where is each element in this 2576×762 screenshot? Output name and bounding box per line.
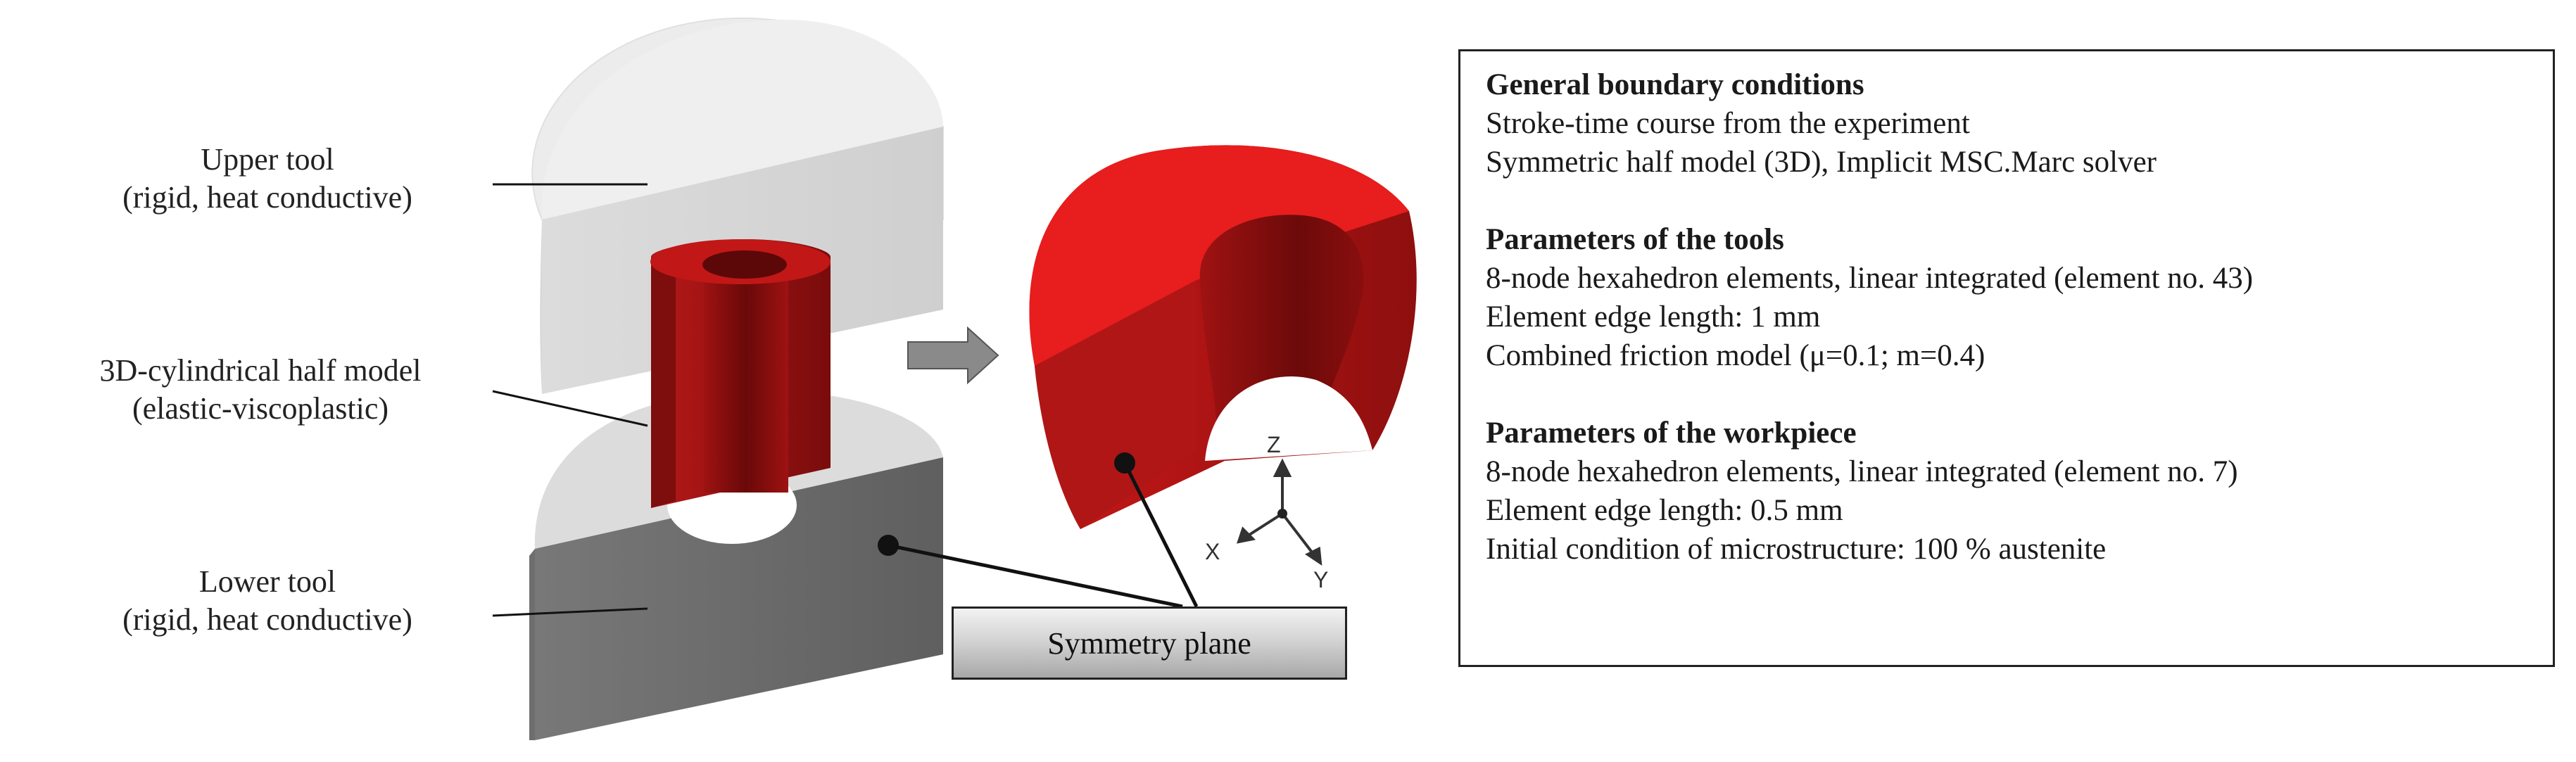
section-spacer <box>1486 375 2527 414</box>
deformed-workpiece <box>1029 145 1417 529</box>
label-half-model-line2: (elastic-viscoplastic) <box>132 391 389 426</box>
symmetry-plane-label: Symmetry plane <box>952 607 1347 680</box>
workpiece-parameters-title: Parameters of the workpiece <box>1486 417 1857 450</box>
label-lower-tool-line1: Lower tool <box>198 564 336 599</box>
deformed-workpiece-cut-face <box>1035 280 1197 529</box>
symmetry-pointer-workpiece <box>1123 462 1199 608</box>
axis-x-label: X <box>1205 539 1220 564</box>
workpiece-parameters-line: 8-node hexahedron elements, linear integ… <box>1486 455 2238 488</box>
deformed-workpiece-bottom-cutout <box>1205 376 1372 461</box>
half-model-outer-left <box>651 257 676 508</box>
axis-x-arrowhead <box>1237 526 1256 544</box>
label-half-model: 3D-cylindrical half model (elastic-visco… <box>28 352 493 428</box>
parameters-box: General boundary conditions Stroke-time … <box>1458 49 2555 667</box>
tools-parameters-title: Parameters of the tools <box>1486 223 1784 256</box>
transition-arrow <box>907 326 999 385</box>
general-conditions-line: Stroke-time course from the experiment <box>1486 107 1970 140</box>
tools-parameters-line: 8-node hexahedron elements, linear integ… <box>1486 262 2254 295</box>
general-conditions-line: Symmetric half model (3D), Implicit MSC.… <box>1486 146 2157 179</box>
leader-lines <box>492 183 648 617</box>
axis-y-arrowhead <box>1305 546 1322 566</box>
lower-tool-front-face <box>535 457 943 740</box>
label-half-model-line1: 3D-cylindrical half model <box>99 353 422 388</box>
tools-parameters-line: Element edge length: 1 mm <box>1486 300 1821 334</box>
symmetry-pointers <box>888 462 1199 609</box>
axis-y-label: Y <box>1313 567 1329 592</box>
axis-origin <box>1277 509 1287 519</box>
symmetry-pointer-tool <box>888 543 1183 609</box>
half-model <box>650 239 831 508</box>
workpiece-parameters-line: Initial condition of microstructure: 100… <box>1486 533 2107 566</box>
label-lower-tool: Lower tool (rigid, heat conductive) <box>42 563 493 639</box>
upper-tool-side-face <box>540 220 542 394</box>
workpiece-parameters-line: Element edge length: 0.5 mm <box>1486 494 1843 527</box>
general-conditions-title: General boundary conditions <box>1486 68 1864 101</box>
leader-half-model <box>492 390 648 427</box>
tools-parameters-line: Combined friction model (μ=0.1; m=0.4) <box>1486 339 1985 372</box>
half-model-top-hole <box>702 250 787 279</box>
label-upper-tool-line2: (rigid, heat conductive) <box>122 180 412 215</box>
forming-model-diagram <box>492 17 1417 740</box>
label-upper-tool-line1: Upper tool <box>201 142 334 177</box>
section-spacer <box>1486 182 2527 220</box>
label-lower-tool-line2: (rigid, heat conductive) <box>122 602 412 637</box>
axis-triad <box>1237 458 1322 566</box>
lower-tool-left-edge <box>529 549 535 740</box>
axis-z-label: Z <box>1267 432 1281 457</box>
axis-z-arrowhead <box>1273 458 1292 477</box>
axis-y-line <box>1281 512 1316 557</box>
symmetry-dot-tool <box>878 535 899 556</box>
half-model-bore <box>704 260 788 493</box>
symmetry-dot-workpiece <box>1114 452 1135 474</box>
axis-x-line <box>1246 512 1284 538</box>
label-upper-tool: Upper tool (rigid, heat conductive) <box>42 141 493 217</box>
leader-lower-tool <box>492 607 648 617</box>
